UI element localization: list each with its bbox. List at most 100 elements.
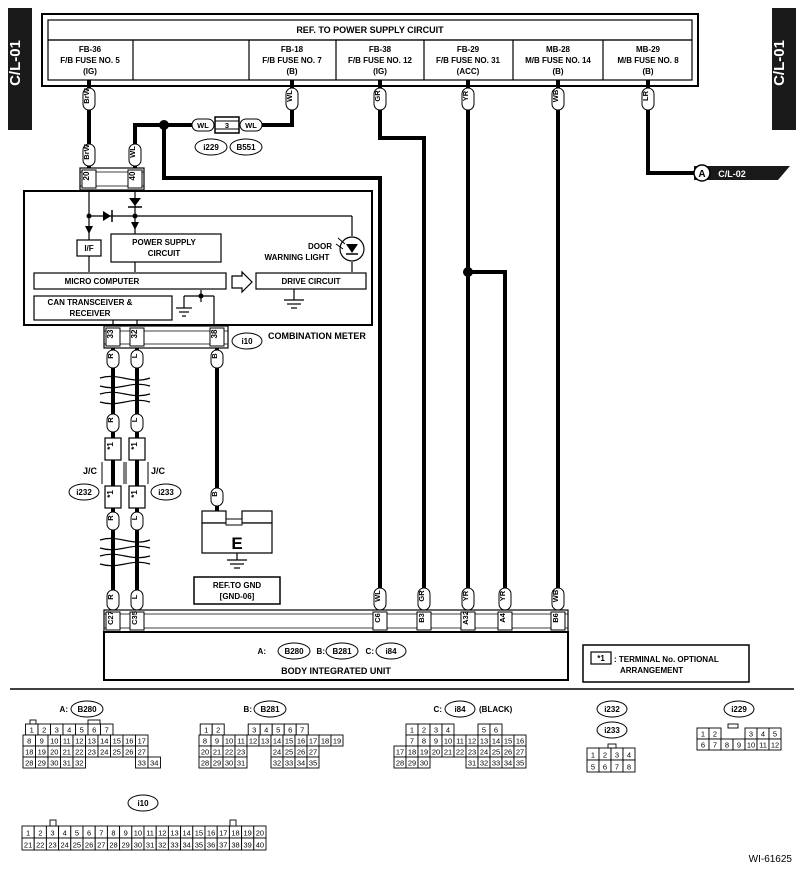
svg-text:(IG): (IG) <box>83 67 97 76</box>
connector-latch-tab <box>87 719 101 725</box>
svg-text:33: 33 <box>106 329 115 338</box>
pin-number: 11 <box>63 737 71 746</box>
tag-gnd-2: B <box>210 487 224 507</box>
tag-can-l-4: L <box>130 589 144 611</box>
pin-number: 32 <box>480 759 488 768</box>
pin-number: 10 <box>225 737 233 746</box>
pin-number: 25 <box>113 748 121 757</box>
pin-number: 29 <box>408 759 416 768</box>
tag-fuse12: GR <box>373 87 387 111</box>
pin-number: 35 <box>195 841 203 850</box>
pin-number: 9 <box>737 741 741 750</box>
connector-latch-tab <box>607 743 617 749</box>
pin-number: 31 <box>146 841 154 850</box>
pin-number: 5 <box>75 829 79 838</box>
splice-point-wl <box>159 120 169 130</box>
pin-number: 11 <box>456 737 464 746</box>
pin-number: 2 <box>713 730 717 739</box>
twisted-pair-lower <box>99 537 151 567</box>
fuse-fb18: FB-18 F/B FUSE NO. 7 (B) <box>262 45 322 76</box>
pin-number: 5 <box>276 726 280 735</box>
biu-pin-c27: C27 <box>105 611 121 631</box>
pin-number: 29 <box>38 759 46 768</box>
pin-number: 1 <box>26 829 30 838</box>
svg-text:i229: i229 <box>203 143 219 152</box>
pin-number: 7 <box>105 726 109 735</box>
connector-b281-label <box>325 642 359 660</box>
svg-text:i232: i232 <box>604 705 620 714</box>
svg-text:B:: B: <box>317 647 325 656</box>
splice-point-yr <box>463 267 473 277</box>
pin-number: 6 <box>87 829 91 838</box>
pin-number: 35 <box>516 759 524 768</box>
jc-connector-left: *1 *1 <box>101 437 125 509</box>
tag-can-h-2: R <box>106 413 120 433</box>
arrow-to-power <box>131 222 139 230</box>
pin-number: 24 <box>61 841 69 850</box>
pin-number: 30 <box>225 759 233 768</box>
drive-circuit-block <box>255 272 367 290</box>
tag-meter40: WL <box>128 143 142 167</box>
pin-number: 6 <box>701 741 705 750</box>
pin-number: 35 <box>309 759 317 768</box>
svg-text:i84: i84 <box>454 705 466 714</box>
svg-text:B3: B3 <box>417 613 426 623</box>
fuse-mb29: MB-29 M/B FUSE NO. 8 (B) <box>617 45 679 76</box>
fuse-fb29: FB-29 F/B FUSE NO. 31 (ACC) <box>436 45 501 76</box>
pin-number: 11 <box>146 829 154 838</box>
pin-number: 27 <box>97 841 105 850</box>
pin-number: 6 <box>288 726 292 735</box>
page-code-left: C/L-01 <box>7 40 24 86</box>
svg-text:B551: B551 <box>236 143 256 152</box>
svg-text:M/B FUSE NO. 8: M/B FUSE NO. 8 <box>617 56 679 65</box>
pin-number: 7 <box>713 741 717 750</box>
svg-text:(B): (B) <box>552 67 563 76</box>
biu-pin-a4: A4 <box>497 611 513 631</box>
svg-text:R: R <box>106 515 115 521</box>
svg-text:*1: *1 <box>106 490 115 498</box>
pin-number: 1 <box>204 726 208 735</box>
svg-text:i10: i10 <box>137 799 149 808</box>
pin-number: 10 <box>50 737 58 746</box>
svg-text:: TERMINAL No. OPTIONAL: : TERMINAL No. OPTIONAL <box>614 655 719 664</box>
svg-text:DRIVE CIRCUIT: DRIVE CIRCUIT <box>281 277 340 286</box>
pin-number: 12 <box>75 737 83 746</box>
svg-text:WL: WL <box>245 121 257 130</box>
pin-number: 23 <box>237 748 245 757</box>
pin-number: 15 <box>285 737 293 746</box>
pin-number: 8 <box>27 737 31 746</box>
svg-text:20: 20 <box>82 171 91 180</box>
tag-fuse8: LR <box>641 87 655 111</box>
svg-text:i233: i233 <box>604 726 620 735</box>
pin-number: 33 <box>492 759 500 768</box>
svg-text:M/B FUSE NO. 14: M/B FUSE NO. 14 <box>525 56 591 65</box>
pin-number: 34 <box>297 759 305 768</box>
pin-number: 7 <box>300 726 304 735</box>
connector-i232-label <box>68 483 100 501</box>
svg-text:WB: WB <box>551 89 560 102</box>
biu-pin-a32: A32 <box>460 611 476 631</box>
ground-terminal: E <box>201 510 273 569</box>
pin-number: 4 <box>67 726 71 735</box>
arrow-to-if <box>85 226 93 234</box>
svg-text:FB-38: FB-38 <box>369 45 392 54</box>
pin-number: 29 <box>213 759 221 768</box>
wire-yr-a4 <box>468 270 507 590</box>
pin-number: 13 <box>480 737 488 746</box>
wire-tags: BrW WL GR YR WB LR BrW WL R L B R L R L … <box>82 87 655 611</box>
door-warning-light <box>335 236 365 262</box>
pin-number: 5 <box>482 726 486 735</box>
pin-number: 31 <box>237 759 245 768</box>
svg-text:A: A <box>698 169 705 180</box>
jc-label-left: J/C <box>83 466 98 476</box>
svg-text:i84: i84 <box>385 647 397 656</box>
svg-text:*1: *1 <box>130 490 139 498</box>
tag-can-l-1: L <box>130 349 144 369</box>
tag-biu-b6: WB <box>551 587 565 611</box>
svg-text:i229: i229 <box>731 705 747 714</box>
pin-number: 4 <box>63 829 67 838</box>
svg-text:L: L <box>130 594 139 599</box>
svg-text:ARRANGEMENT: ARRANGEMENT <box>620 666 683 675</box>
pin-number: 38 <box>231 841 239 850</box>
